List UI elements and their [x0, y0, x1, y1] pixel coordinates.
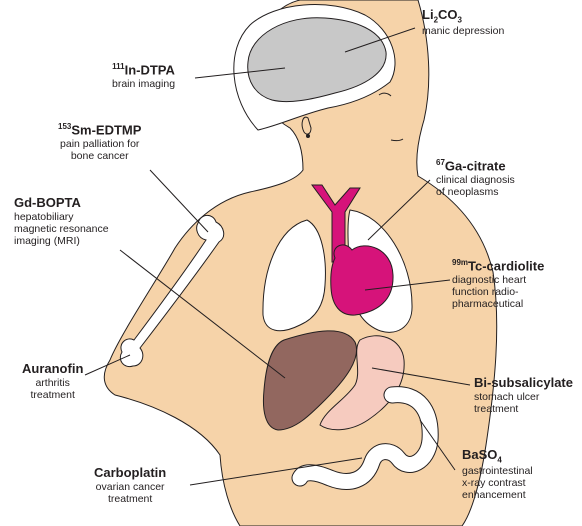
drug-name: 153Sm-EDTMP — [58, 122, 141, 138]
drug-name: Bi-subsalicylate — [474, 376, 573, 391]
drug-name: 67Ga-citrate — [436, 158, 515, 174]
drug-description: brain imaging — [112, 78, 175, 90]
label-ga-citrate: 67Ga-citrate clinical diagnosis of neopl… — [436, 158, 515, 198]
drug-description: treatment — [22, 389, 83, 401]
leader-sm-edtmp — [150, 170, 208, 232]
drug-description: stomach ulcer — [474, 391, 573, 403]
label-auranofin: Auranofin arthritis treatment — [22, 362, 83, 401]
label-carboplatin: Carboplatin ovarian cancer treatment — [94, 466, 166, 505]
label-gd-bopta: Gd-BOPTA hepatobiliary magnetic resonanc… — [14, 196, 109, 247]
drug-description: imaging (MRI) — [14, 235, 109, 247]
drug-description: enhancement — [462, 489, 533, 501]
drug-description: magnetic resonance — [14, 223, 109, 235]
drug-name: Carboplatin — [94, 466, 166, 481]
label-sm-edtmp: 153Sm-EDTMP pain palliation for bone can… — [58, 122, 141, 162]
drug-description: diagnostic heart — [452, 274, 544, 286]
drug-name: 111In-DTPA — [112, 62, 175, 78]
drug-description: pharmaceutical — [452, 298, 544, 310]
label-li2co3: Li2CO3 manic depression — [422, 8, 504, 37]
label-tc-cardiolite: 99mTc-cardiolite diagnostic heart functi… — [452, 258, 544, 310]
drug-description: ovarian cancer — [94, 481, 166, 493]
drug-description: clinical diagnosis — [436, 174, 515, 186]
drug-description: function radio- — [452, 286, 544, 298]
drug-name: Gd-BOPTA — [14, 196, 109, 211]
label-baso4: BaSO4 gastrointestinal x-ray contrast en… — [462, 448, 533, 501]
drug-name: Li2CO3 — [422, 8, 504, 25]
drug-name: Auranofin — [22, 362, 83, 377]
drug-description: treatment — [474, 403, 573, 415]
drug-description: arthritis — [22, 377, 83, 389]
drug-description: pain palliation for — [58, 138, 141, 150]
drug-description: bone cancer — [58, 150, 141, 162]
label-in-dtpa: 111In-DTPA brain imaging — [112, 62, 175, 90]
label-bi-subsalicylate: Bi-subsalicylate stomach ulcer treatment — [474, 376, 573, 415]
drug-description: gastrointestinal — [462, 465, 533, 477]
drug-description: of neoplasms — [436, 186, 515, 198]
drug-name: BaSO4 — [462, 448, 533, 465]
drug-description: x-ray contrast — [462, 477, 533, 489]
drug-description: hepatobiliary — [14, 211, 109, 223]
drug-description: treatment — [94, 493, 166, 505]
drug-description: manic depression — [422, 25, 504, 37]
earring — [306, 134, 310, 138]
drug-name: 99mTc-cardiolite — [452, 258, 544, 274]
